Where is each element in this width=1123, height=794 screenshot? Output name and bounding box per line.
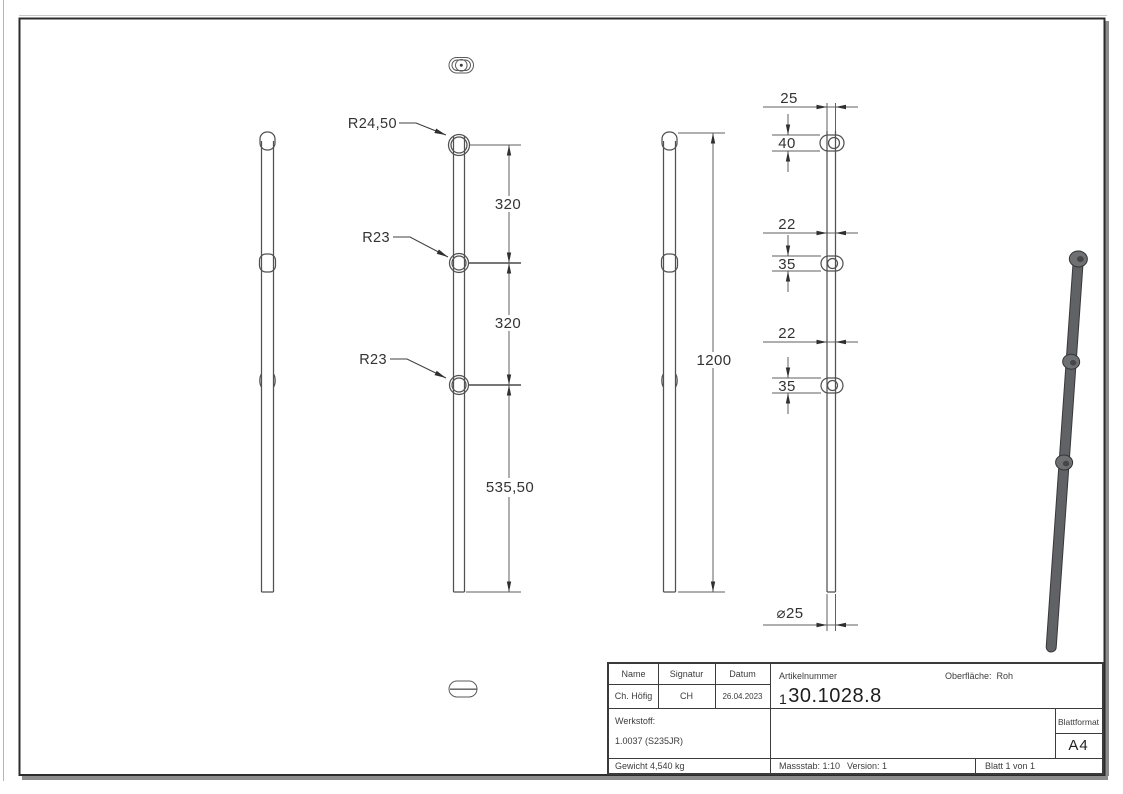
dim-label-r23-top: R23 <box>362 230 390 246</box>
lower-ring-arc-left <box>259 373 263 388</box>
render-knob-middle <box>1062 353 1081 370</box>
dim-label-22-upper: 22 <box>778 216 796 233</box>
version: Version: 1 <box>847 761 888 771</box>
dim-label-25: 25 <box>780 90 798 107</box>
ring-middle-side <box>820 255 844 272</box>
dim-label-35-middle: 35 <box>778 256 796 273</box>
name-value: Ch. Höfig <box>614 691 653 701</box>
blatt: Blatt 1 von 1 <box>985 761 1036 771</box>
dim-label-1200: 1200 <box>697 352 732 369</box>
signatur-value: CH <box>680 691 693 701</box>
overall-length-dimension: 1200 <box>678 132 732 593</box>
dim-label-22-lower: 22 <box>778 325 796 342</box>
artikelnummer-value: 130.1028.8 <box>779 685 882 707</box>
ring-top <box>447 133 471 157</box>
top-view-icon <box>448 57 474 74</box>
isometric-render <box>1045 250 1088 653</box>
detail-dimension-view: 25 40 22 35 22 <box>763 90 858 631</box>
dim-label-r23-bottom: R23 <box>359 352 387 368</box>
top-cap <box>259 131 276 151</box>
dim-label-320-lower: 320 <box>495 315 521 332</box>
ring-middle <box>448 252 470 274</box>
dim-label-320-upper: 320 <box>495 196 521 213</box>
signatur-label: Signatur <box>669 669 704 679</box>
width-and-ring-dimensions: 25 40 22 35 22 <box>763 90 858 631</box>
oberflaeche: Oberfläche: Roh <box>945 671 1014 681</box>
front-view: R24,50 R23 R23 320 320 535,50 <box>348 116 534 593</box>
artikelnummer-prefix: 1 <box>779 691 788 707</box>
frame-shadow-right <box>1105 21 1109 776</box>
massstab: Massstab: 1:10 <box>779 761 841 771</box>
dim-label-35-lower: 35 <box>778 378 796 395</box>
lower-ring-arc-right <box>272 373 276 388</box>
dim-label-r24-50: R24,50 <box>348 116 397 132</box>
side-view: 1200 <box>660 131 732 593</box>
ring-lower <box>448 374 470 396</box>
datum-value: 26.04.2023 <box>722 692 763 701</box>
radius-leaders: R24,50 R23 R23 <box>348 116 449 379</box>
profile-view <box>258 131 277 593</box>
mid-ring-bump <box>258 253 277 273</box>
blattformat-label: Blattformat <box>1057 717 1100 727</box>
sheet-frame <box>3 0 1109 781</box>
bottom-view-icon <box>448 680 478 698</box>
werkstoff-value: 1.0037 (S235JR) <box>615 736 684 746</box>
datum-label: Datum <box>729 669 756 679</box>
gewicht: Gewicht 4,540 kg <box>615 761 685 771</box>
artikelnummer-label: Artikelnummer <box>779 671 838 681</box>
frame-shadow-bottom <box>22 776 1108 780</box>
dim-label-535-50: 535,50 <box>486 479 534 496</box>
dim-label-40: 40 <box>778 135 796 152</box>
name-label: Name <box>621 669 646 679</box>
blattformat-value: A4 <box>1068 737 1089 754</box>
title-block: Name Signatur Datum Ch. Höfig CH 26.04.2… <box>607 662 1104 775</box>
werkstoff-label: Werkstoff: <box>615 716 656 726</box>
dim-label-dia-25: ⌀25 <box>777 605 804 622</box>
render-knob-lower <box>1055 454 1074 471</box>
ring-top-side <box>819 134 845 152</box>
vertical-dimensions: 320 320 535,50 <box>466 144 534 593</box>
render-knob-top <box>1068 250 1088 268</box>
ring-lower-side <box>820 377 844 394</box>
border-frame <box>18 17 1106 776</box>
